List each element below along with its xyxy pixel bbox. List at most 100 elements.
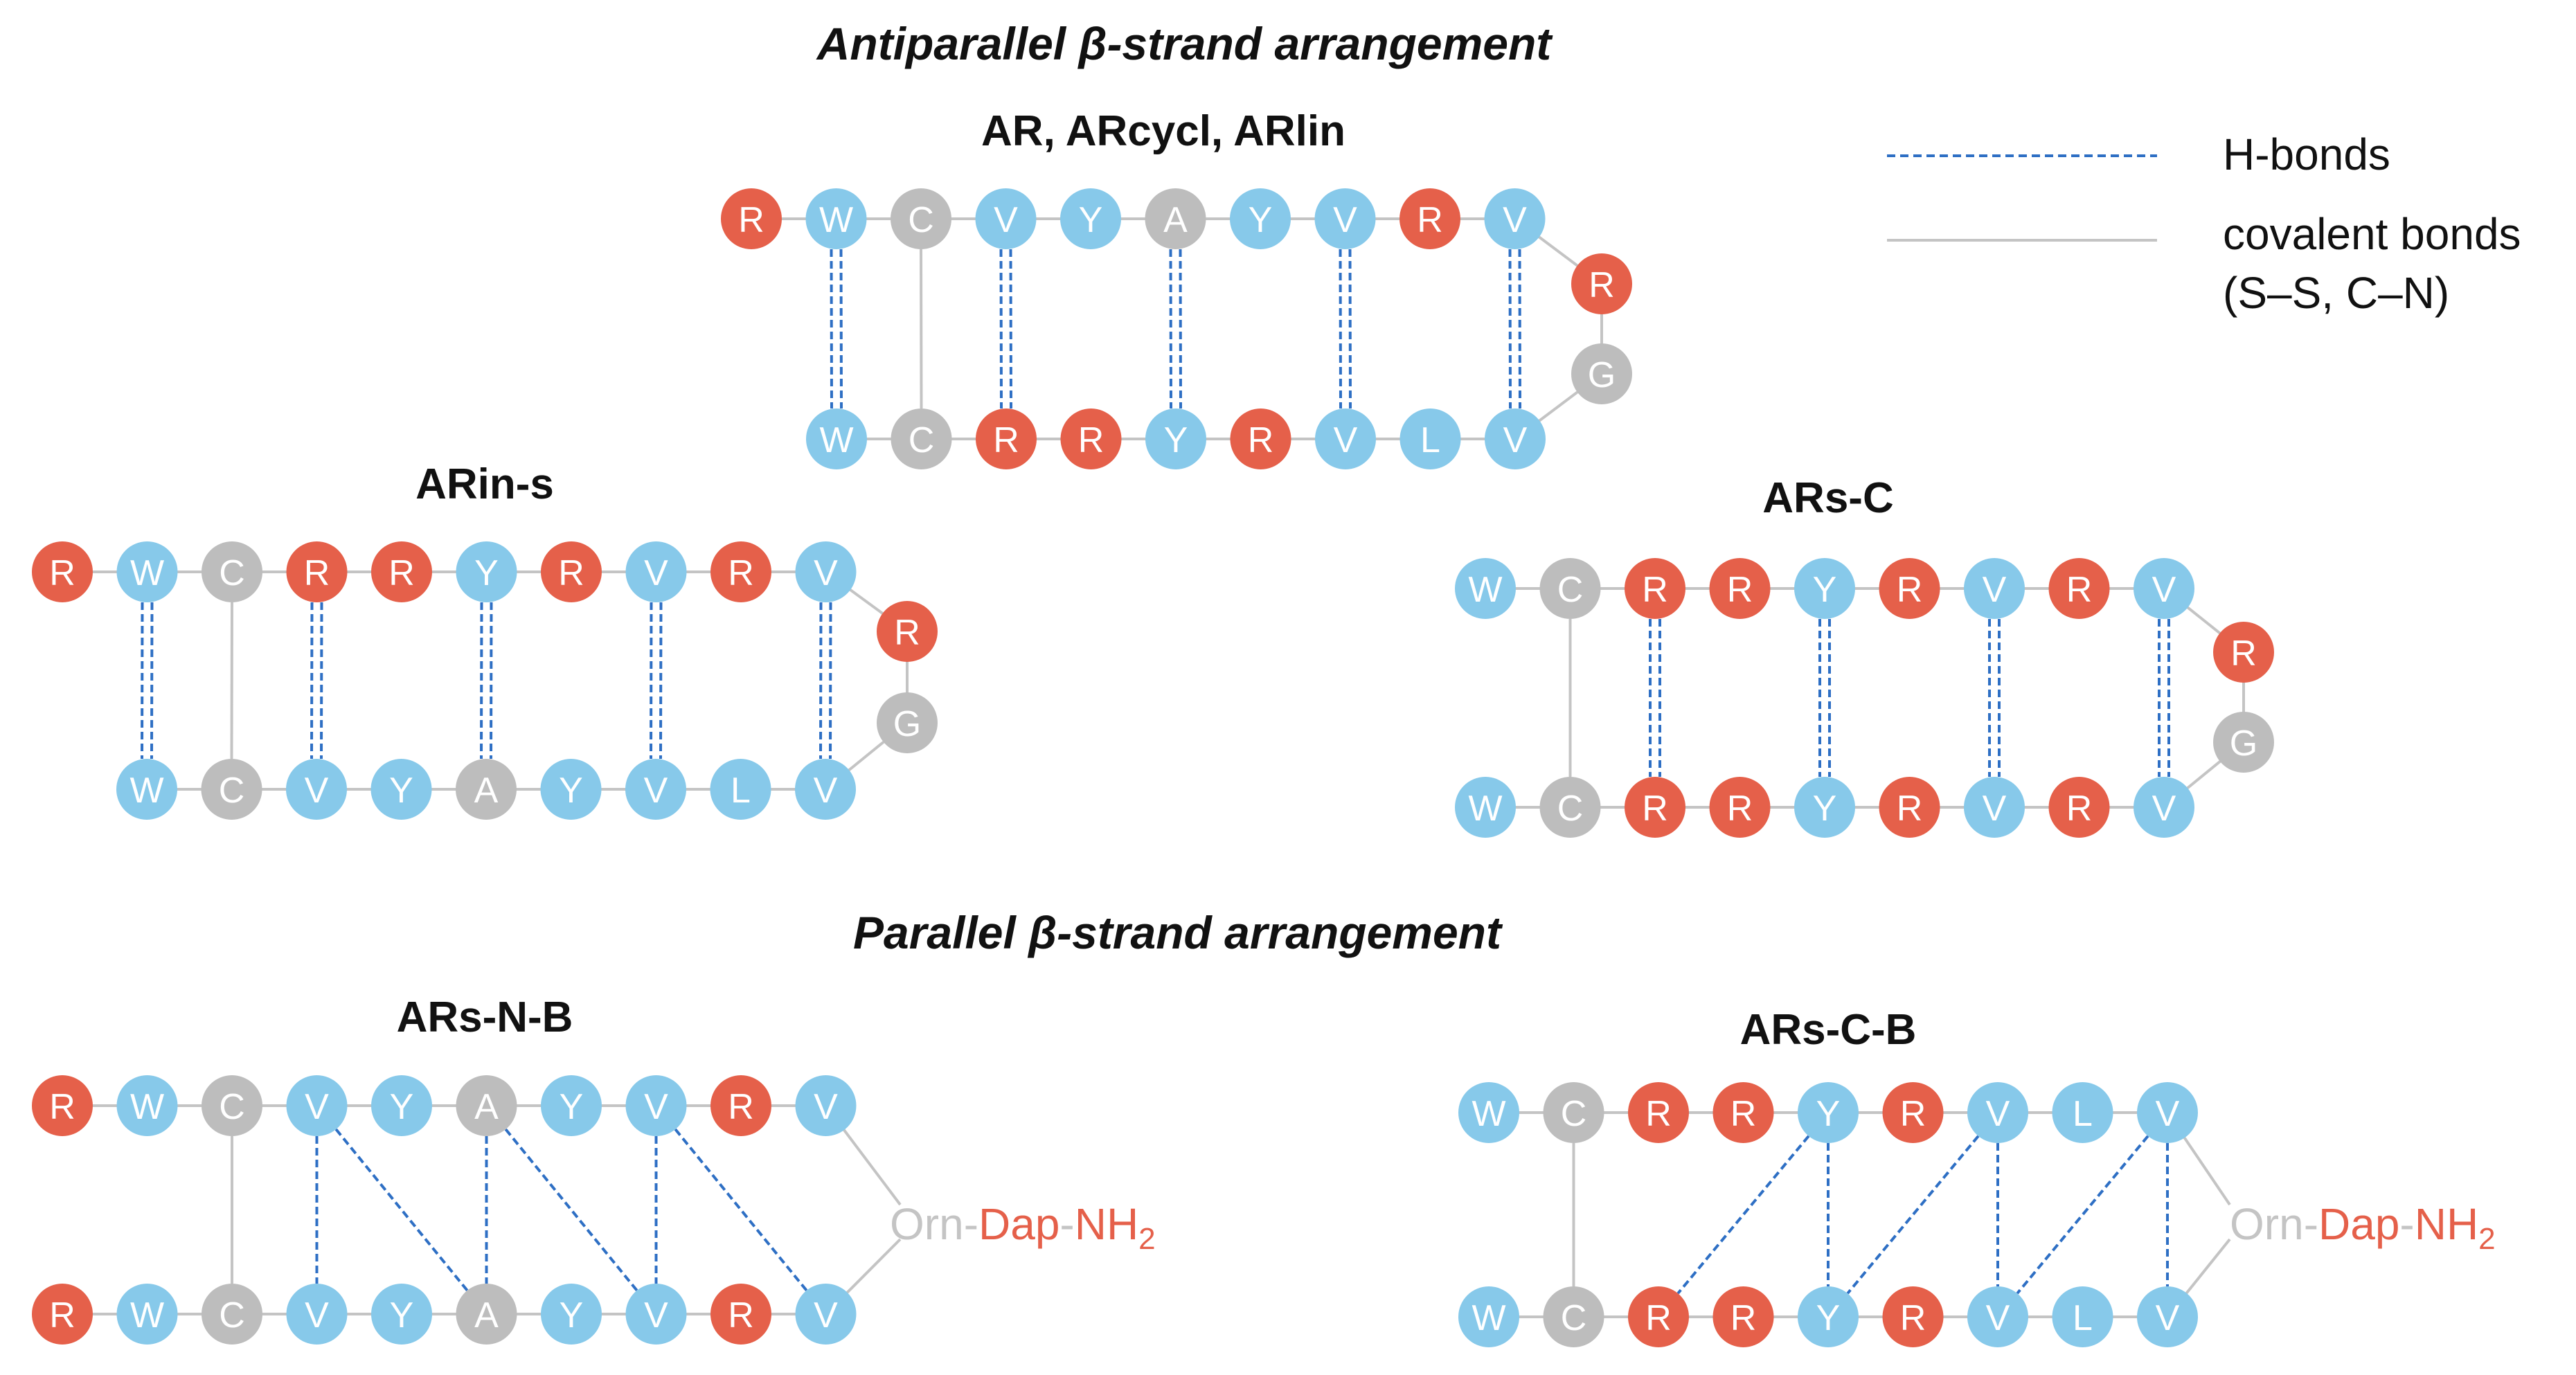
svg-text:A: A — [1163, 200, 1188, 240]
legend-covalent-label: covalent bonds — [2223, 209, 2521, 259]
residue-Y: Y — [1798, 1286, 1859, 1347]
svg-text:R: R — [993, 420, 1019, 460]
residue-R: R — [1399, 188, 1460, 249]
svg-text:V: V — [644, 771, 668, 811]
residue-R: R — [1879, 558, 1940, 619]
residue-Y: Y — [371, 1075, 432, 1136]
h-bond-line — [650, 602, 653, 760]
residue-W: W — [1455, 777, 1516, 838]
residue-Y: Y — [1794, 558, 1855, 619]
residue-Y: Y — [541, 1284, 602, 1345]
residue-R: R — [1712, 1082, 1774, 1143]
svg-text:C: C — [1561, 1094, 1587, 1134]
svg-text:V: V — [1986, 1094, 2010, 1134]
residue-V: V — [975, 188, 1037, 249]
residue-C: C — [1543, 1082, 1604, 1143]
residue-A: A — [456, 1075, 517, 1136]
residue-C: C — [201, 759, 262, 820]
residue-W: W — [805, 188, 867, 249]
svg-text:R: R — [1248, 420, 1274, 460]
svg-text:R: R — [388, 553, 415, 593]
residue-R: R — [721, 188, 782, 249]
h-bond-line — [480, 602, 483, 760]
residue-W: W — [1455, 558, 1516, 619]
disulfide-bond-line — [920, 249, 923, 409]
residue-R: R — [2048, 777, 2110, 838]
svg-text:W: W — [1468, 570, 1502, 610]
residue-R: R — [1571, 253, 1632, 314]
linker-dap-label: Dap — [978, 1199, 1059, 1249]
svg-text:L: L — [2073, 1094, 2093, 1134]
svg-text:R: R — [558, 553, 584, 593]
h-bond-line — [1508, 249, 1512, 409]
svg-text:V: V — [305, 771, 329, 811]
svg-text:V: V — [1334, 420, 1358, 460]
residue-R: R — [1060, 408, 1122, 469]
residue-R: R — [1628, 1286, 1689, 1347]
svg-text:V: V — [305, 1295, 329, 1336]
residue-R: R — [1712, 1286, 1774, 1347]
svg-text:W: W — [1468, 789, 1502, 829]
svg-text:R: R — [1417, 200, 1443, 240]
residue-V: V — [1967, 1082, 2028, 1143]
residue-R: R — [976, 408, 1037, 469]
residue-W: W — [116, 541, 178, 602]
svg-text:A: A — [474, 1295, 499, 1336]
residue-V: V — [1964, 777, 2025, 838]
residue-V: V — [286, 1075, 348, 1136]
h-bond-line — [504, 1128, 638, 1292]
svg-text:R: R — [738, 200, 764, 240]
residue-R: R — [1709, 777, 1771, 838]
svg-text:L: L — [2073, 1298, 2093, 1338]
residue-A: A — [456, 1284, 517, 1345]
legend-covalent-sublabel: (S–S, C–N) — [2223, 268, 2449, 318]
svg-text:V: V — [1983, 570, 2007, 610]
residue-W: W — [806, 408, 867, 469]
h-bond-line — [1169, 249, 1172, 409]
residue-V: V — [1485, 408, 1546, 469]
residue-R: R — [32, 1075, 93, 1136]
residue-W: W — [1458, 1286, 1519, 1347]
residue-R: R — [32, 1284, 93, 1345]
svg-text:V: V — [2156, 1094, 2180, 1134]
svg-text:V: V — [2152, 789, 2176, 829]
residue-Y: Y — [1794, 777, 1855, 838]
svg-text:V: V — [1983, 789, 2007, 829]
residue-R: R — [2048, 558, 2110, 619]
svg-text:Y: Y — [1816, 1094, 1841, 1134]
svg-text:Y: Y — [389, 771, 413, 811]
svg-text:Y: Y — [1813, 570, 1837, 610]
svg-text:R: R — [728, 1087, 754, 1127]
residue-C: C — [202, 1075, 262, 1136]
panel-title-ars-n-b: ARs-N-B — [397, 994, 573, 1041]
residue-R: R — [1625, 777, 1685, 838]
residue-W: W — [116, 1075, 178, 1136]
h-bond-line — [1009, 249, 1012, 409]
svg-text:R: R — [1642, 789, 1668, 829]
linker-dap-label: Dap — [2318, 1199, 2399, 1249]
residue-L: L — [2052, 1286, 2113, 1347]
antiparallel-heading: Antiparallel β-strand arrangement — [816, 18, 1554, 69]
svg-text:R: R — [1645, 1298, 1672, 1338]
residue-V: V — [795, 541, 857, 602]
h-bond-line — [1676, 1135, 1810, 1295]
residue-R: R — [541, 541, 602, 602]
residue-V: V — [2134, 558, 2194, 619]
residue-Y: Y — [371, 1284, 432, 1345]
linker-ars-c-b: Orn-Dap-NH2 — [2230, 1199, 2496, 1256]
svg-text:W: W — [130, 1087, 164, 1127]
svg-text:R: R — [894, 613, 920, 653]
h-bond-line — [1518, 249, 1521, 409]
svg-text:W: W — [130, 553, 164, 593]
residue-Y: Y — [1145, 408, 1206, 469]
residue-V: V — [795, 1284, 857, 1345]
svg-text:V: V — [814, 553, 838, 593]
panel-title-ars-c-b: ARs-C-B — [1740, 1006, 1917, 1054]
h-bond-line — [320, 602, 323, 760]
svg-text:W: W — [819, 420, 853, 460]
residue-C: C — [1543, 1286, 1604, 1347]
residue-Y: Y — [1230, 188, 1291, 249]
h-bond-line — [490, 602, 493, 760]
residue-G: G — [2213, 712, 2274, 773]
